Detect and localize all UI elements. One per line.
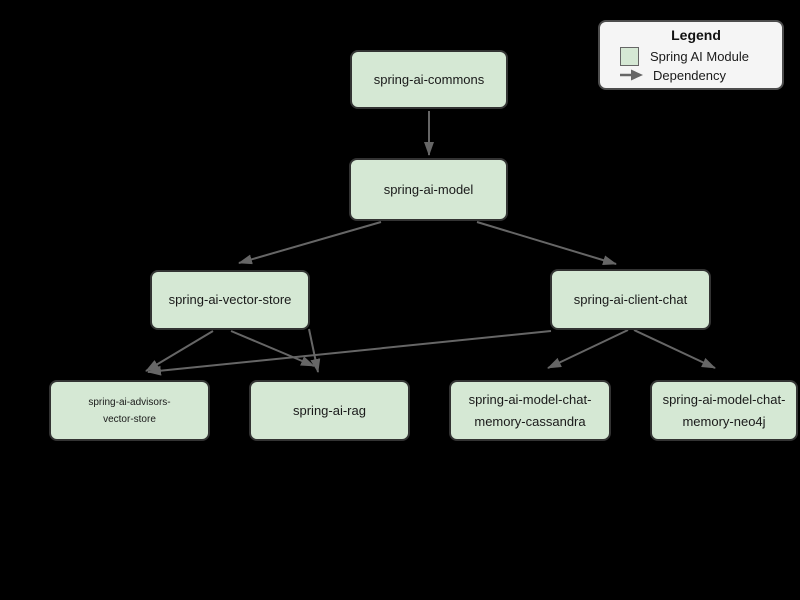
edge-vector-store-to-rag-2 <box>308 328 321 373</box>
edge-model-to-vector-store <box>238 221 382 265</box>
node-label: spring-ai-rag <box>293 402 366 418</box>
node-label: spring-ai-client-chat <box>573 291 688 307</box>
node-label-line2: vector-store <box>103 413 156 425</box>
node-label-line1: spring-ai-model-chat- <box>662 391 786 407</box>
node-label: spring-ai-vector-store <box>168 292 292 307</box>
node-spring-ai-model: spring-ai-model <box>349 158 508 221</box>
node-spring-ai-rag: spring-ai-rag <box>249 380 410 441</box>
edge-vector-store-to-rag <box>230 330 315 367</box>
node-spring-ai-advisors-vector-store: spring-ai-advisors- vector-store <box>49 380 210 441</box>
node-spring-ai-commons: spring-ai-commons <box>350 50 508 109</box>
node-spring-ai-client-chat: spring-ai-client-chat <box>550 269 711 330</box>
node-label-line1: spring-ai-model-chat- <box>468 391 592 407</box>
node-label-line2: memory-neo4j <box>682 413 766 429</box>
legend-row-dependency: Dependency <box>620 66 772 84</box>
legend-title: Legend <box>671 27 721 43</box>
legend-item-label: Spring AI Module <box>650 49 750 64</box>
edge-model-to-client-chat <box>476 221 617 266</box>
node-label: spring-ai-commons <box>373 71 485 87</box>
node-spring-ai-model-chat-memory-neo4j: spring-ai-model-chat- memory-neo4j <box>650 380 798 441</box>
edge-client-chat-to-cassandra <box>547 329 629 369</box>
legend: Legend Spring AI Module Dependency <box>598 20 784 90</box>
edge-client-chat-to-advisors <box>147 330 552 376</box>
node-label-line2: memory-cassandra <box>474 413 586 429</box>
edge-client-chat-to-neo4j <box>633 329 716 369</box>
node-spring-ai-vector-store: spring-ai-vector-store <box>150 270 310 330</box>
node-label-line1: spring-ai-advisors- <box>88 396 171 408</box>
module-swatch-icon <box>620 47 639 66</box>
legend-row-module: Spring AI Module <box>620 47 772 66</box>
node-spring-ai-model-chat-memory-cassandra: spring-ai-model-chat- memory-cassandra <box>449 380 611 441</box>
legend-item-label: Dependency <box>653 67 726 83</box>
node-label: spring-ai-model <box>383 181 474 197</box>
edge-vector-store-to-advisors <box>145 330 214 372</box>
dependency-arrow-icon <box>620 69 643 81</box>
